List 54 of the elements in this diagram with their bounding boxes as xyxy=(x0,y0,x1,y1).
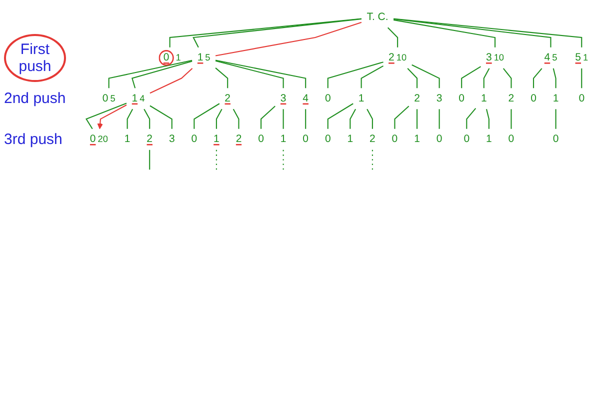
node-label: 0 xyxy=(102,92,108,104)
node-label: 0 xyxy=(90,133,96,145)
node-label: 3 xyxy=(168,133,175,145)
node-label: 2 xyxy=(414,92,420,104)
node-label: 0 xyxy=(324,133,331,145)
node-label: 0 xyxy=(302,133,309,145)
node-label: 0 xyxy=(392,133,398,145)
node-label: 0 xyxy=(158,50,174,66)
node-label: T. C. xyxy=(366,11,388,22)
node-label: 0 xyxy=(508,133,514,145)
node-label: 2 xyxy=(388,52,394,64)
node-label: 4 xyxy=(302,92,309,104)
count-annotation: 5 xyxy=(552,52,558,62)
node-label: 4 xyxy=(544,52,550,64)
node-label: 0 xyxy=(530,92,536,104)
count-annotation: 20 xyxy=(98,133,108,144)
node-label: 0 xyxy=(458,92,465,104)
count-annotation: 4 xyxy=(140,92,145,104)
node-label: 3 xyxy=(280,92,286,104)
node-label: 1 xyxy=(486,133,492,145)
count-annotation: 10 xyxy=(396,52,407,62)
node-label: 2 xyxy=(146,133,153,145)
node-label: 3 xyxy=(436,92,442,104)
node-label: 0 xyxy=(464,133,470,145)
node-label: 0 xyxy=(436,133,442,145)
node-label: 0 xyxy=(258,133,264,145)
node-label: 1 xyxy=(124,133,130,145)
node-label: 1 xyxy=(214,133,220,145)
node-label: 0 xyxy=(552,133,559,145)
count-annotation: 1 xyxy=(582,52,588,62)
node-label: 1 xyxy=(480,92,487,104)
node-label: 1 xyxy=(197,52,204,64)
node-label: 1 xyxy=(280,133,286,145)
count-annotation: 1 xyxy=(176,52,181,62)
node-label: 1 xyxy=(552,92,559,104)
node-label: 2 xyxy=(236,133,242,145)
level-label: 3rd push xyxy=(4,130,62,148)
node-label: 1 xyxy=(358,92,364,104)
count-annotation: 10 xyxy=(494,52,504,62)
node-label: 2 xyxy=(370,133,376,145)
node-label: 3 xyxy=(486,52,492,64)
level-label: 2nd push xyxy=(4,90,66,108)
node-label: 2 xyxy=(224,92,231,104)
node-label: 2 xyxy=(508,92,514,104)
node-label: 0 xyxy=(324,92,331,104)
count-annotation: 5 xyxy=(205,52,210,62)
node-label: 1 xyxy=(347,133,354,145)
node-label: 0 xyxy=(578,92,585,104)
node-label: 5 xyxy=(575,52,581,64)
node-label: 0 xyxy=(191,133,198,145)
node-label: 1 xyxy=(132,92,138,104)
node-label: 1 xyxy=(414,133,420,145)
level-label: First push xyxy=(4,34,66,82)
count-annotation: 5 xyxy=(110,92,116,104)
